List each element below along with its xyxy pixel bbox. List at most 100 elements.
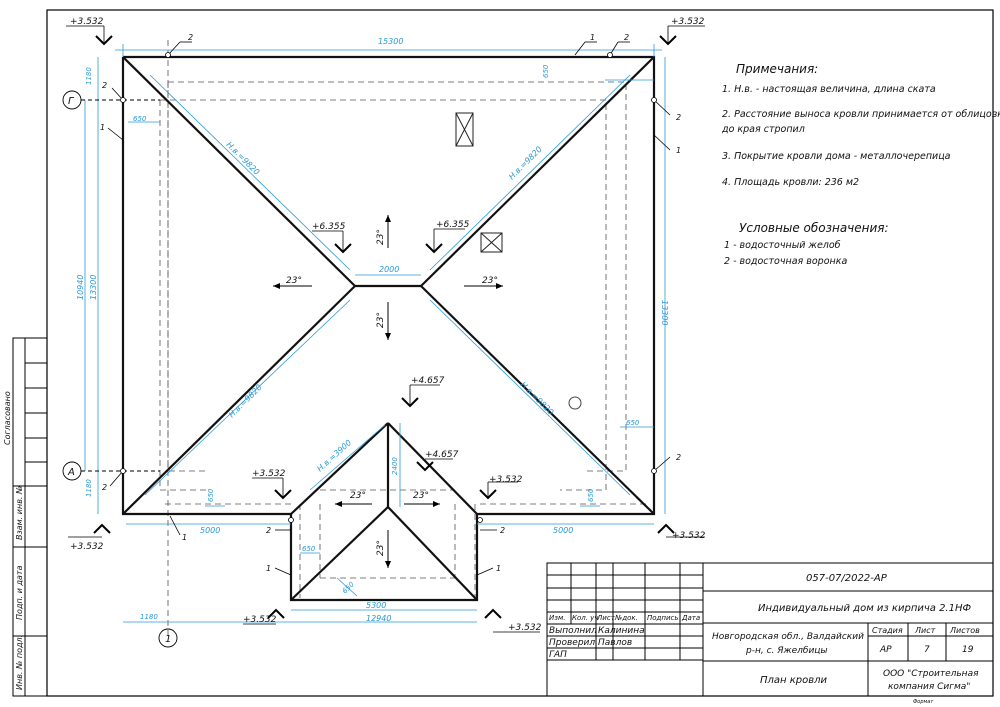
dim-ext-outer: 12940 [366,614,391,623]
note-3: 3. Покрытие кровли дома - металлочерепиц… [722,151,951,162]
dim-ext-ridge: 2400 [391,457,399,475]
notes-heading: Примечания: [736,62,818,76]
dim-top-length: 15300 [378,37,403,46]
roof-outline [121,55,656,602]
title-sheet: 7 [924,645,930,655]
role-performed: Выполнил [549,626,597,636]
level-valley-left: +3.532 [252,469,286,479]
title-location-1: Новгородская обл., Валдайский [712,632,864,642]
skylight-1 [455,112,474,147]
col-list: Лист [596,614,616,622]
dim-ridge: 2000 [379,265,399,274]
dim-slope-tr: Н.в.=9820 [507,145,544,182]
name-pavlov: Павлов [598,638,632,648]
marker-funnel-1: 2 [188,33,193,42]
dim-ext-right: 5000 [553,526,573,535]
side-sign-date: Подп. и дата [15,565,24,620]
axis-bubbles [62,90,178,648]
level-valley-right: +3.532 [489,475,523,485]
dim-left-height: 13300 [89,275,98,300]
marker-gutter-5: 1 [266,564,271,573]
level-bottom-right: +3.532 [672,531,706,541]
marker-funnel-8: 2 [500,526,505,535]
title-company-2: компания Сигма" [888,682,970,692]
dim-slope-ext: Н.в.=3900 [315,438,353,473]
title-code: 057-07/2022-АР [806,573,888,584]
col-doc: №док. [614,614,638,622]
slope-arrows [273,215,503,568]
facade-contour [159,40,650,640]
marker-funnel-2: 2 [624,33,629,42]
slope-ext-right: 23° [413,491,429,501]
level-ext-ridge-mid: +4.657 [425,450,459,460]
role-gap: ГАП [549,650,567,660]
marker-gutter-2: 1 [100,123,105,132]
level-ext-br: +3.532 [508,623,542,633]
level-top-left: +3.532 [70,17,104,27]
title-stage: АР [879,645,892,655]
dim-eave-bl: 650 [207,488,215,502]
side-orig-inv: Инв. № подл. [15,635,24,690]
level-ext-ridge-top: +4.657 [411,376,445,386]
dim-overhang-x: 1180 [140,613,158,621]
dim-slope-br: Н.в.=9820 [519,380,556,417]
dim-slope-tl: Н.в.=9820 [225,140,262,177]
legend-heading: Условные обозначения: [739,221,889,235]
axis-g: Г [68,96,75,107]
marker-gutter-3: 1 [676,146,681,155]
marker-funnel-4: 2 [676,113,681,122]
dim-left-total: 10940 [76,275,85,300]
level-ridge-right: +6.355 [436,220,470,230]
level-marks [66,25,705,633]
side-inv-no: Взам. инв. № [15,486,24,540]
title-project: Индивидуальный дом из кирпича 2.1НФ [758,603,971,614]
note-2: 2. Расстояние выноса кровли принимается … [722,109,1000,120]
note-1: 1. Н.в. - настоящая величина, длина скат… [722,84,936,95]
title-sheets-label: Листов [949,626,980,635]
slope-right: 23° [482,276,498,286]
title-location-2: р-н, с. Яжелбицы [745,646,828,656]
dim-eave-right: 650 [626,419,640,427]
marker-funnel-5: 2 [676,453,681,462]
slope-ext-left: 23° [350,491,366,501]
dim-ext-inner: 5300 [366,601,386,610]
axis-a: А [67,467,75,478]
dimension-lines [84,44,666,623]
title-company-1: ООО "Строительная [883,669,979,679]
legend-2: 2 - водосточная воронка [724,256,847,267]
axis-1: 1 [165,634,171,645]
funnel-dots [120,52,657,523]
side-stamp [12,337,48,697]
dim-overhang-top: 1180 [85,67,93,85]
dim-overhang-bottom: 1180 [85,479,93,497]
chimney-circle [568,396,582,410]
level-bottom-left: +3.532 [70,542,104,552]
title-block [546,562,994,697]
col-kol: Кол. уч [572,614,598,622]
col-sign: Подпись [647,614,679,622]
level-ridge-left: +6.355 [312,222,346,232]
role-checked: Проверил [549,638,595,648]
level-top-right: +3.532 [671,17,705,27]
col-izm: Изм. [549,614,565,622]
title-sheet-title: План кровли [760,675,828,686]
marker-gutter-6: 1 [496,564,501,573]
dim-eave-br: 650 [587,488,595,502]
note-4: 4. Площадь кровли: 236 м2 [722,177,859,188]
dim-ext-left: 5000 [200,526,220,535]
side-agreed: Согласовано [3,391,12,445]
slope-ext-bottom: 23° [376,540,386,556]
marker-gutter-1: 1 [590,33,595,42]
dim-right-height: 13300 [660,300,669,325]
skylight-2 [480,232,503,253]
col-date: Дата [681,614,700,622]
format-label: Формат [913,699,934,705]
legend-1: 1 - водосточный желоб [724,240,841,251]
slope-bottom: 23° [376,312,386,328]
level-ext-bl: +3.532 [243,615,277,625]
note-2b: до края стропил [721,124,805,135]
marker-funnel-6: 2 [102,483,107,492]
slope-top: 23° [376,229,386,245]
title-stage-label: Стадия [872,626,903,635]
dim-slope-bl: Н.в.=9820 [227,383,264,420]
